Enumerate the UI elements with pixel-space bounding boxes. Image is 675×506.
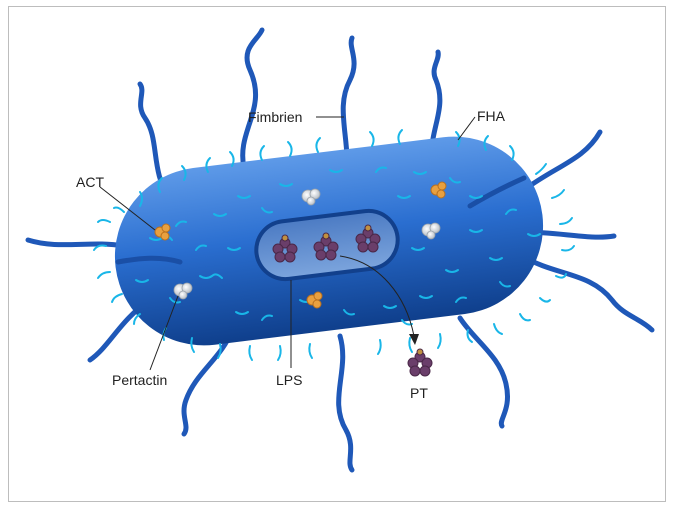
label-fimbrien: Fimbrien xyxy=(248,109,302,125)
fimbria xyxy=(339,336,352,470)
label-fha: FHA xyxy=(477,108,506,124)
pt-released xyxy=(408,349,432,376)
fimbria xyxy=(524,132,600,190)
fimbria xyxy=(28,240,124,246)
fimbria xyxy=(522,256,652,330)
label-lps: LPS xyxy=(276,372,302,388)
label-pertactin: Pertactin xyxy=(112,372,167,388)
leader-fha xyxy=(458,117,475,140)
label-act: ACT xyxy=(76,174,104,190)
label-pt: PT xyxy=(410,385,428,401)
fimbria xyxy=(243,30,262,168)
